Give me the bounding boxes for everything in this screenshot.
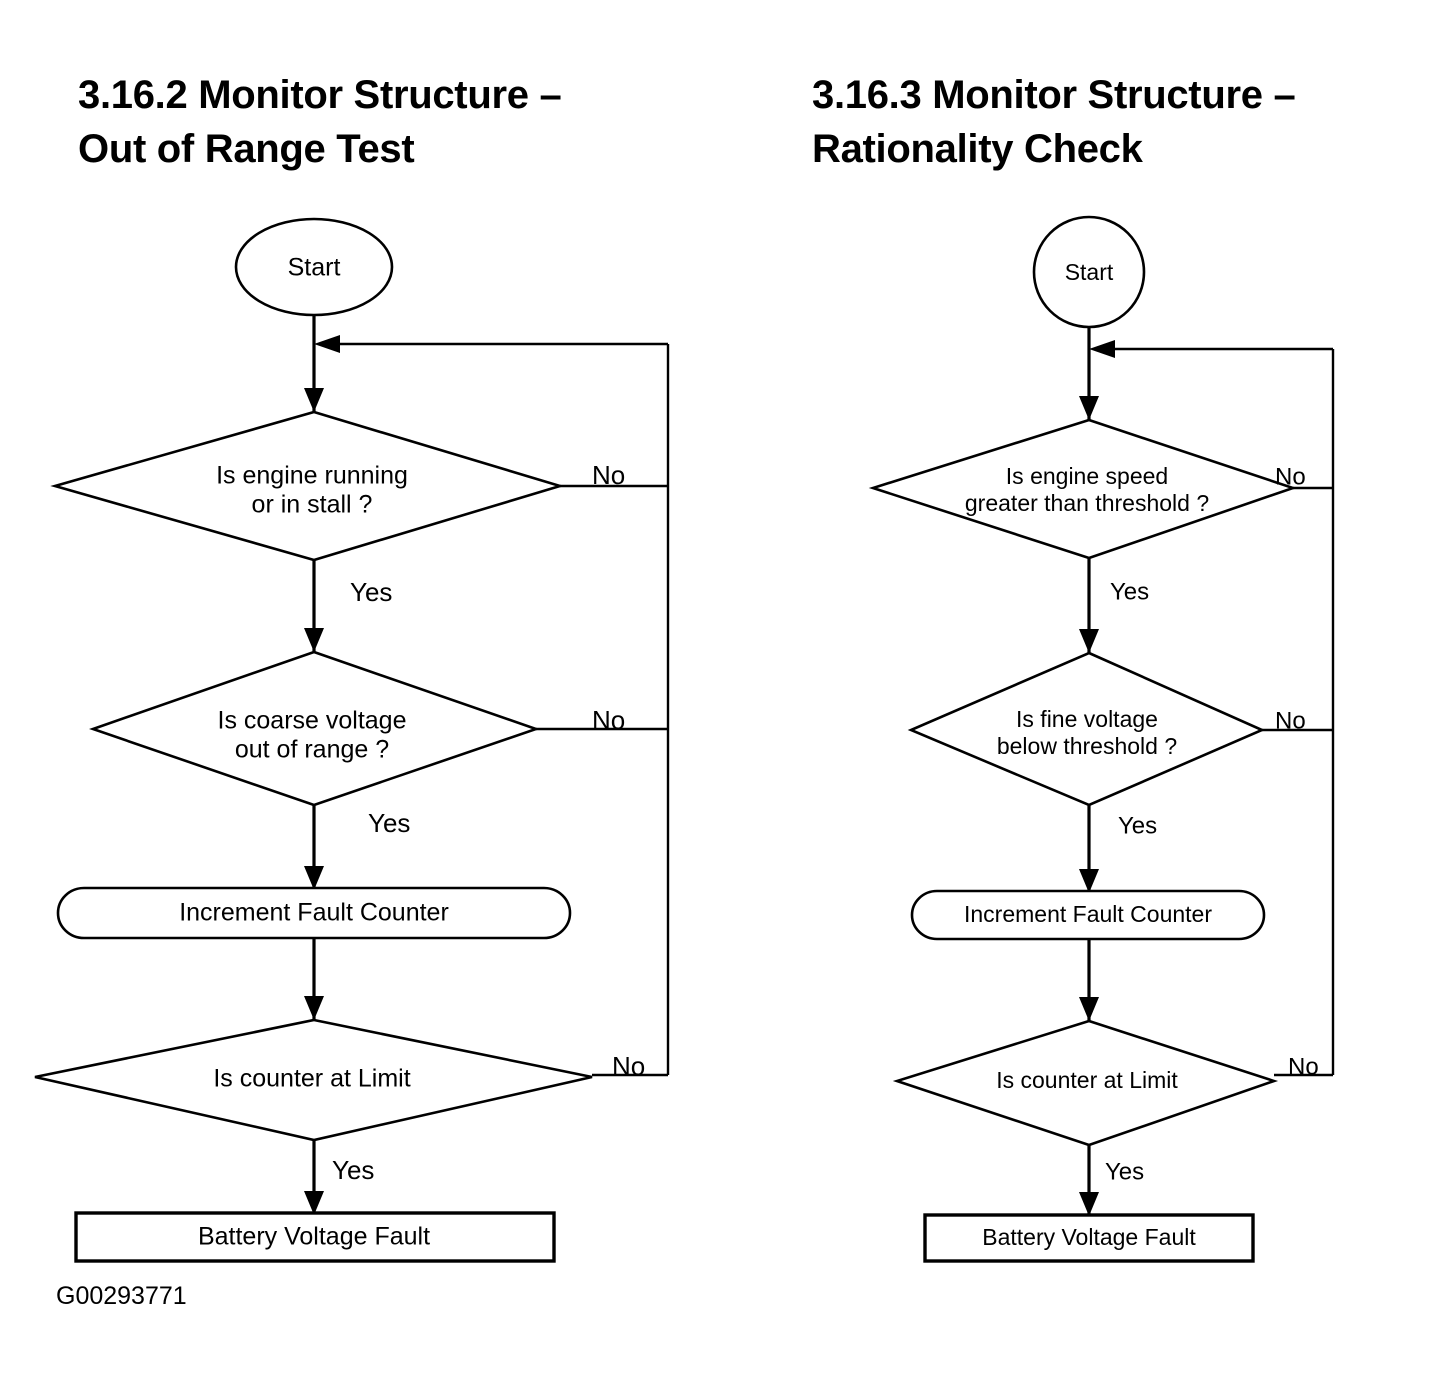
chart-title-left: 3.16.2 Monitor Structure – Out of Range … [78, 73, 562, 171]
edge-label-decision2-yes-left: Yes [368, 808, 410, 838]
edge-decision2-yes-right: Yes [1079, 805, 1157, 893]
edge-label-decision3-yes-right: Yes [1105, 1158, 1144, 1185]
decision-node-coarse-voltage-line2: out of range ? [235, 736, 389, 764]
decision-node-engine-running: Is engine running or in stall ? [50, 410, 565, 562]
start-node-left: Start [234, 217, 394, 317]
edge-decision3-no-left: No [592, 1051, 668, 1081]
edge-label-decision2-yes-right: Yes [1118, 812, 1157, 839]
edge-decision3-yes-left: Yes [304, 1140, 374, 1215]
decision-node-coarse-voltage: Is coarse voltage out of range ? [89, 650, 540, 807]
flowchart-rationality-check: Start Is engine speed greater than thres… [868, 215, 1335, 1263]
process-node-increment-counter-right-label: Increment Fault Counter [964, 901, 1212, 927]
decision-node-fine-voltage-line2: below threshold ? [997, 733, 1177, 759]
edge-start-to-decision1-left [304, 315, 324, 412]
figure-id-caption: G00293771 [56, 1282, 187, 1310]
edge-decision1-yes-right: Yes [1079, 558, 1149, 653]
decision-node-engine-speed-line1: Is engine speed [1006, 463, 1168, 489]
edge-decision1-no-left: No [560, 460, 668, 490]
start-node-right: Start [1032, 215, 1146, 329]
edge-decision2-no-left: No [536, 705, 668, 735]
decision-node-counter-limit-left: Is counter at Limit [34, 1018, 593, 1142]
edge-decision3-yes-right: Yes [1079, 1145, 1144, 1216]
edge-start-to-decision1-right [1079, 327, 1099, 420]
decision-node-engine-running-line1: Is engine running [216, 462, 408, 490]
edge-label-decision1-yes-left: Yes [350, 577, 392, 607]
decision-node-counter-limit-right: Is counter at Limit [892, 1019, 1279, 1147]
edge-decision1-yes-left: Yes [304, 560, 392, 652]
decision-node-engine-running-line2: or in stall ? [252, 491, 373, 519]
flowchart-out-of-range-test: Start Is engine running or in stall ? No [34, 217, 670, 1263]
decision-node-fine-voltage-line1: Is fine voltage [1016, 706, 1158, 732]
terminal-node-battery-fault-right: Battery Voltage Fault [923, 1213, 1255, 1263]
loopback-return-right [1089, 340, 1335, 1075]
decision-node-counter-limit-right-label: Is counter at Limit [996, 1067, 1178, 1093]
decision-node-fine-voltage: Is fine voltage below threshold ? [907, 651, 1266, 807]
process-node-increment-counter-left: Increment Fault Counter [56, 886, 572, 940]
decision-node-counter-limit-left-label: Is counter at Limit [213, 1065, 410, 1093]
terminal-node-battery-fault-left: Battery Voltage Fault [74, 1211, 556, 1263]
start-node-right-label: Start [1065, 259, 1114, 285]
edge-label-decision2-no-right: No [1275, 707, 1306, 734]
loopback-return-left [314, 335, 670, 1075]
start-node-left-label: Start [288, 254, 341, 282]
edge-process-to-decision3-left [304, 938, 324, 1020]
decision-node-engine-speed-line2: greater than threshold ? [965, 490, 1209, 516]
edge-decision1-no-right: No [1275, 463, 1333, 490]
edge-process-to-decision3-right [1079, 939, 1099, 1021]
edge-label-decision1-yes-right: Yes [1110, 578, 1149, 605]
chart-title-right: 3.16.3 Monitor Structure – Rationality C… [812, 73, 1296, 171]
edge-decision2-no-right: No [1262, 707, 1333, 734]
edge-label-decision1-no-right: No [1275, 463, 1306, 490]
edge-label-decision3-yes-left: Yes [332, 1155, 374, 1185]
edge-label-decision3-no-right: No [1288, 1053, 1319, 1080]
terminal-node-battery-fault-right-label: Battery Voltage Fault [982, 1224, 1196, 1250]
process-node-increment-counter-left-label: Increment Fault Counter [179, 899, 449, 927]
process-node-increment-counter-right: Increment Fault Counter [910, 889, 1266, 941]
edge-decision3-no-right: No [1274, 1053, 1333, 1080]
edge-decision2-yes-left: Yes [304, 805, 410, 890]
edge-label-decision3-no-left: No [612, 1051, 645, 1081]
decision-node-engine-speed: Is engine speed greater than threshold ? [868, 418, 1298, 560]
decision-node-coarse-voltage-line1: Is coarse voltage [218, 707, 407, 735]
terminal-node-battery-fault-left-label: Battery Voltage Fault [198, 1223, 430, 1251]
edge-label-decision2-no-left: No [592, 705, 625, 735]
edge-label-decision1-no-left: No [592, 460, 625, 490]
